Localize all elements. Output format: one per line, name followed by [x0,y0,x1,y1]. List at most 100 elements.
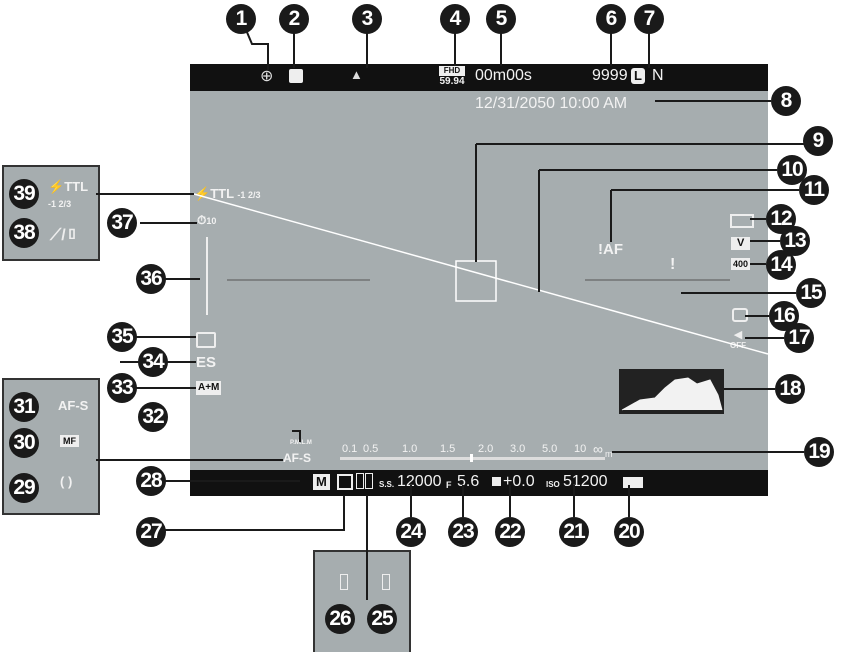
flash-legend-mode: ⚡TTL -1 2/3 [48,179,98,210]
aperture-prefix: F [446,480,452,490]
callout-15: 15 [796,278,826,308]
callout-33: 33 [107,373,137,403]
callout-21: 21 [559,517,589,547]
callout-9: 9 [803,126,833,156]
distance-scale: 0.1 0.5 1.0 1.5 2.0 3.0 5.0 10 ∞ m [340,441,620,463]
callout-23: 23 [448,517,478,547]
callout-30: 30 [9,428,39,458]
callout-2: 2 [279,4,309,34]
callout-17: 17 [784,323,814,353]
self-timer-value: 10 [206,216,217,226]
battery-icon [623,477,643,488]
flash-legend-num: 2 [58,199,64,209]
callout-32: 32 [138,402,168,432]
exposure-scale [206,237,216,315]
flash-mode-indicator: ⚡TTL -1 2/3 [194,186,260,202]
legend-mf: MF [60,435,79,447]
distance-tick: 1.0 [402,443,418,455]
callout-16: 16 [769,301,799,331]
callout-22: 22 [495,517,525,547]
flash-icon: ⚡ [48,179,65,194]
shutter-speed: 12000 [397,473,442,490]
metering-icon [289,69,303,83]
shutter-type: ES [196,354,217,371]
callout-18: 18 [775,374,805,404]
camera-orientation-icon [196,332,216,348]
flash-sync-icon: ⟋/▯ [50,227,79,244]
callout-7: 7 [634,4,664,34]
ae-lock-icon [356,473,364,489]
callout-29: 29 [9,473,39,503]
callout-24: 24 [396,517,426,547]
legend-af-lock [382,574,390,590]
lock-legend-panel [313,550,411,652]
focus-distance-marker [470,454,473,462]
distance-tick: ∞ [593,441,603,457]
callout-8: 8 [771,86,801,116]
callout-26: 26 [325,604,355,634]
callout-13: 13 [780,226,810,256]
flash-legend-label: TTL [64,179,88,194]
exposure-comp-icon [492,477,501,486]
movie-mode-badge: FHD 59.94 [435,66,469,88]
callout-25: 25 [367,604,397,634]
af-plus-mf-badge: A+M [196,381,222,395]
distance-tick: 5.0 [542,443,558,455]
callout-11: 11 [799,175,829,205]
focus-check-icon: ⊕ [260,68,274,85]
flash-comp-num: 2 [247,190,253,200]
callout-35: 35 [107,322,137,352]
flash-comp-prefix: -1 [237,190,246,200]
callout-6: 6 [596,4,626,34]
self-timer-icon: ⏱ [197,213,207,227]
flash-legend-prefix: -1 [48,199,57,209]
date-time: 12/31/2050 10:00 AM [475,95,628,112]
focus-mode-sub-label: P.M.L.M [290,440,312,446]
distance-unit: m [605,449,613,459]
distance-tick: 2.0 [478,443,494,455]
location-data-icon: ▲ [350,67,363,82]
distance-tick: 10 [574,443,587,455]
legend-ae-lock [340,574,348,590]
distance-tick: 3.0 [510,443,526,455]
flash-mode-label: TTL [210,186,234,201]
callout-14: 14 [766,250,796,280]
metering-mode-icon [337,474,353,490]
callout-28: 28 [136,466,166,496]
exposure-indicator [200,237,220,315]
flash-comp-den: 3 [255,190,261,200]
movie-quality: FHD [439,66,465,76]
frames-remaining: 9999 [592,67,628,84]
callout-27: 27 [136,517,166,547]
callout-3: 3 [352,4,382,34]
frame-rate: 59.94 [439,76,465,87]
top-info-bar [190,64,768,91]
callout-4: 4 [440,4,470,34]
callout-19: 19 [804,437,834,467]
callout-36: 36 [136,264,166,294]
callout-39: 39 [9,179,39,209]
af-lock-icon [365,473,373,489]
speaker-icon: ◀ [733,329,743,341]
image-size-badge: L [631,68,645,84]
legend-afs: AF-S [58,398,89,413]
callout-10: 10 [777,155,807,185]
exposure-mode-badge: M [313,474,330,490]
flash-compensation: -1 2/3 [237,190,261,200]
callout-20: 20 [614,517,644,547]
focus-mode: AF-S [283,451,311,465]
callout-38: 38 [9,218,39,248]
film-simulation-badge: V [731,237,751,250]
dynamic-range-badge: 400 [731,258,751,270]
af-warning: !AF [598,241,623,258]
iso-prefix: ISO [546,480,560,489]
image-quality: N [652,67,664,84]
callout-5: 5 [486,4,516,34]
ibis-icon [730,214,754,228]
callout-34: 34 [138,347,168,377]
legend-afc: ( ) [60,474,73,489]
distance-tick: 0.5 [363,443,379,455]
distance-tick: 1.5 [440,443,456,455]
callout-37: 37 [107,208,137,238]
